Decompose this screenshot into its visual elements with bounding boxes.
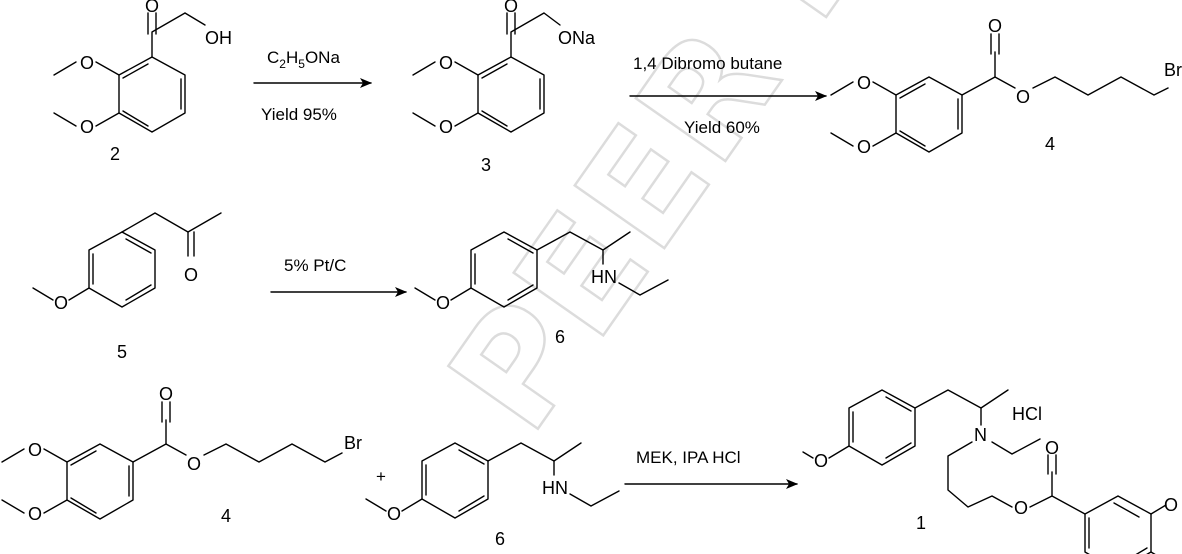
compound-3-methoxy-o-3: O <box>439 53 453 73</box>
compound-5-methoxy-o: O <box>54 293 68 313</box>
reaction-2: 1,4 Dibromo butane Yield 60% <box>629 54 827 137</box>
compound-4-bottom-br: Br <box>344 433 362 453</box>
compound-4-bottom-number: 4 <box>221 506 231 526</box>
compound-1-carbonyl-o: O <box>1045 438 1059 458</box>
compound-1-n: N <box>974 425 987 445</box>
compound-2-methoxy-o-4: O <box>80 117 94 137</box>
plus-sign: + <box>376 467 386 486</box>
reaction-2-yield: Yield 60% <box>684 118 760 137</box>
compound-4-bottom-methoxy-o-4: O <box>28 504 42 524</box>
compound-3-carbonyl-o: O <box>504 0 518 16</box>
compound-6-bottom-number: 6 <box>495 529 505 549</box>
compound-6-bottom: HN O 6 <box>365 442 620 549</box>
compound-4-top-br: Br <box>1164 60 1182 80</box>
watermark-text: PEER REVIEW <box>417 0 1182 461</box>
compound-4-top-methoxy-o-3: O <box>857 73 871 93</box>
reaction-1-yield: Yield 95% <box>261 105 337 124</box>
compound-2: O OH O O 2 <box>53 0 232 164</box>
compound-2-acid-o: O <box>145 0 159 16</box>
reaction-1-reagent: C2H5ONa <box>267 48 340 71</box>
compound-4-bottom-ester-o: O <box>187 454 201 474</box>
compound-4-bottom: O O Br O O 4 <box>1 384 362 526</box>
compound-4-top-number: 4 <box>1045 134 1055 154</box>
compound-6-bottom-hn: HN <box>542 478 568 498</box>
reaction-4-reagent: MEK, IPA HCl <box>636 448 741 467</box>
compound-1-methoxy-o-3: O <box>1164 495 1178 515</box>
compound-1-methoxy-o: O <box>814 451 828 471</box>
compound-4-top: O O Br O O 4 <box>830 16 1182 157</box>
compound-2-methoxy-o-3: O <box>80 53 94 73</box>
compound-3-number: 3 <box>481 155 491 175</box>
compound-1: N HCl O O O O O 1 <box>802 389 1178 554</box>
reaction-3-reagent: 5% Pt/C <box>284 256 346 275</box>
compound-5: O O 5 <box>32 212 222 362</box>
reaction-3: 5% Pt/C <box>270 256 407 297</box>
compound-4-top-methoxy-o-4: O <box>857 137 871 157</box>
compound-5-number: 5 <box>117 342 127 362</box>
compound-2-acid-oh: OH <box>205 28 232 48</box>
compound-6-middle: HN O 6 <box>414 231 669 347</box>
compound-3-methoxy-o-4: O <box>439 117 453 137</box>
compound-6-bottom-methoxy-o: O <box>387 504 401 524</box>
compound-4-bottom-methoxy-o-3: O <box>28 440 42 460</box>
compound-6-middle-methoxy-o: O <box>436 293 450 313</box>
reaction-2-reagent: 1,4 Dibromo butane <box>633 54 782 73</box>
compound-4-bottom-carbonyl-o: O <box>159 384 173 404</box>
compound-2-number: 2 <box>110 144 120 164</box>
compound-1-hcl: HCl <box>1012 404 1042 424</box>
compound-6-middle-hn: HN <box>591 267 617 287</box>
compound-4-top-carbonyl-o: O <box>988 16 1002 36</box>
compound-1-number: 1 <box>916 513 926 533</box>
compound-5-ketone-o: O <box>184 265 198 285</box>
compound-6-middle-number: 6 <box>555 327 565 347</box>
compound-4-top-ester-o: O <box>1016 87 1030 107</box>
watermark: PEER REVIEW <box>416 0 1182 462</box>
compound-3: O ONa O O 3 <box>412 0 596 175</box>
reaction-1: C2H5ONa Yield 95% <box>253 48 372 124</box>
compound-1-ester-o: O <box>1014 498 1028 518</box>
compound-3-ona: ONa <box>558 28 596 48</box>
reaction-4: MEK, IPA HCl <box>624 448 798 489</box>
